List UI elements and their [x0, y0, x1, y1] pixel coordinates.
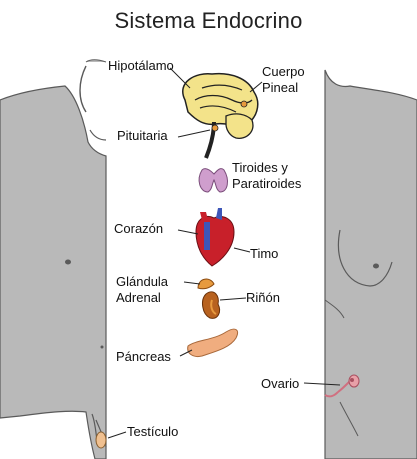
- male-body-silhouette: [0, 60, 106, 459]
- label-tiroides-line-2: Paratiroides: [232, 176, 301, 192]
- thyroid-icon: [199, 169, 227, 192]
- label-rinon: Riñón: [246, 290, 280, 306]
- label-timo: Timo: [250, 246, 278, 262]
- adrenal-kidney-icon: [198, 279, 220, 318]
- label-ovario: Ovario: [261, 376, 299, 392]
- label-testiculo: Testículo: [127, 424, 178, 440]
- label-glandula-adrenal: Glándula Adrenal: [116, 274, 168, 306]
- label-pancreas: Páncreas: [116, 349, 171, 365]
- label-cuerpo-pineal-line-2: Pineal: [262, 80, 305, 96]
- pancreas-icon: [188, 329, 238, 356]
- heart-icon: [196, 208, 234, 266]
- label-pituitaria: Pituitaria: [117, 128, 168, 144]
- label-tiroides: Tiroides y Paratiroides: [232, 160, 301, 192]
- female-body-silhouette: [325, 70, 417, 459]
- page-title: Sistema Endocrino: [0, 8, 417, 34]
- label-hipotalamo: Hipotálamo: [108, 58, 174, 74]
- label-cuerpo-pineal-line-1: Cuerpo: [262, 64, 305, 80]
- label-glandula-adrenal-line-1: Glándula: [116, 274, 168, 290]
- label-glandula-adrenal-line-2: Adrenal: [116, 290, 168, 306]
- label-corazon: Corazón: [114, 221, 163, 237]
- testicle-icon: [96, 432, 106, 448]
- label-cuerpo-pineal: Cuerpo Pineal: [262, 64, 305, 96]
- label-tiroides-line-1: Tiroides y: [232, 160, 301, 176]
- brain-icon: [183, 74, 258, 158]
